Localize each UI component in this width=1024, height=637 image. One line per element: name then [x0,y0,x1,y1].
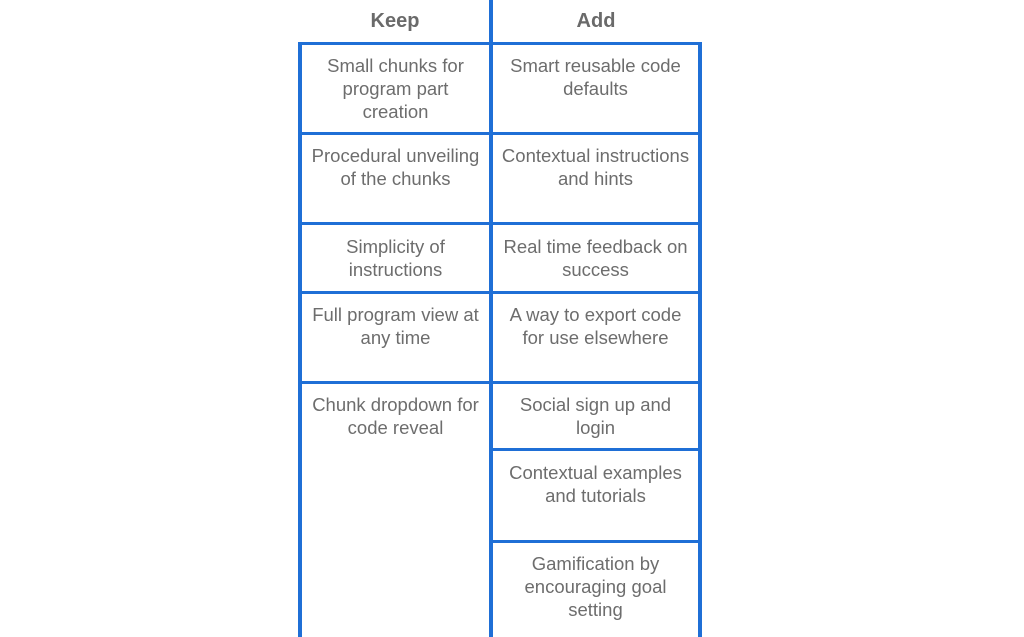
add-item: Contextual examples and tutorials [509,462,682,506]
left-border-line [298,43,302,637]
add-item: Smart reusable code defaults [510,55,681,99]
add-item: Gamification by encouraging goal setting [524,553,667,620]
keep-item: Small chunks for program part creation [327,55,464,122]
add-row-separator [490,132,702,135]
add-column-header: Add [576,10,616,32]
keep-row-separator [298,291,491,294]
add-row-separator [490,540,702,543]
keep-row-separator [298,132,491,135]
keep-item: Full program view at any time [312,304,479,348]
add-row-separator [490,448,702,451]
right-border-line [698,43,702,637]
keep-row-separator [298,222,491,225]
add-item: Social sign up and login [519,394,672,438]
center-divider-line [489,0,493,637]
add-item: Contextual instructions and hints [501,145,690,189]
add-item: Real time feedback on success [503,236,688,280]
keep-item: Simplicity of instructions [346,236,445,280]
keep-item: Procedural unveiling of the chunks [311,145,480,189]
add-row-separator [490,291,702,294]
keep-column-header: Keep [370,10,420,32]
keep-row-separator [298,381,491,384]
keep-item: Chunk dropdown for code reveal [312,394,479,438]
add-row-separator [490,222,702,225]
add-row-separator [490,381,702,384]
header-rule [298,42,702,45]
add-item: A way to export code for use elsewhere [509,304,682,348]
